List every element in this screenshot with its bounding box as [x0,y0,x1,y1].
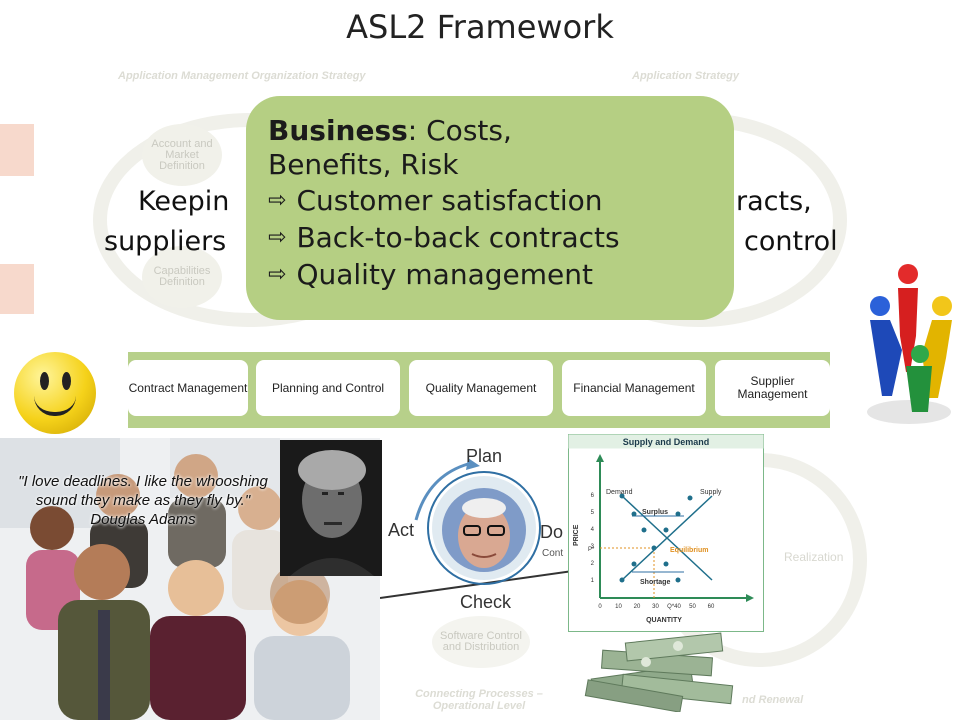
sd-y-tick: 2 [591,561,595,567]
pdca-cont: Cont [542,548,563,559]
bg-renewal: nd Renewal [742,694,804,706]
process-supplier-management: Supplier Management [715,360,830,416]
sd-x-tick: 20 [634,604,641,610]
quote-text: "I love deadlines. I like the whooshing … [18,473,268,528]
bg-text-line2-left: suppliers [104,226,227,257]
arrow-right-icon: ⇨ [268,262,287,287]
callout-line2: Benefits, Risk [268,148,459,181]
callout-item-label: Quality management [296,258,593,291]
page-title: ASL2 Framework [346,8,614,46]
sd-ticks: 0 10 20 30 Q*40 50 60 1 2 3 4 5 6 [591,493,715,610]
callout-item-label: Back-to-back contracts [296,221,620,254]
team-figures-icon [867,264,952,424]
sd-x-tick: Q*40 [667,604,681,610]
circle-account: Account and Market Definition [142,124,222,186]
sd-y-tick: 6 [591,493,595,499]
sd-p-label: P* [588,547,595,553]
faint-heading-right: Application Strategy [632,70,739,82]
process-contract-management: Contract Management [128,360,248,416]
process-financial-management: Financial Management [562,360,706,416]
portrait-photo [280,440,382,576]
pink-bar-bottom [0,264,34,314]
sd-surplus-label: Surplus [642,509,668,516]
sd-x-tick: 60 [708,604,715,610]
smiley-eye-left [40,372,49,390]
sd-x-tick: 0 [598,604,602,610]
bg-text-line1-right: racts, [736,186,812,217]
process-bar: Contract Management Planning and Control… [128,352,830,428]
sd-xlabel: QUANTITY [646,617,682,624]
sd-equilibrium-label: Equilibrium [670,547,709,554]
pdca-check: Check [460,592,512,612]
smiley-icon [14,352,96,434]
bg-text-line2-right: control [744,226,838,257]
process-planning-and-control: Planning and Control [256,360,400,416]
bg-realization: Realization [784,550,844,564]
group-photo [0,438,380,720]
callout-item: ⇨ Customer satisfaction [268,182,712,219]
callout-heading-rest: : Costs, [407,114,512,147]
callout-item: ⇨ Quality management [268,256,712,293]
faint-heading-left: Application Management Organization Stra… [118,70,366,82]
pdca-act: Act [388,520,414,540]
bg-connecting-processes: Connecting Processes – Operational Level [415,688,543,712]
sd-y-tick: 5 [591,510,595,516]
smiley-mouth [34,396,76,416]
sd-ylabel: PRICE [573,524,580,546]
sd-y-tick: 1 [591,578,595,584]
sd-supply-label: Supply [700,489,722,496]
arrow-right-icon: ⇨ [268,225,287,250]
pdca-do: Do [540,522,563,542]
bg-text-line1-left: Keepin [138,186,230,217]
business-callout: Business: Costs, Benefits, Risk ⇨ Custome… [246,96,734,320]
bg-software-control: Software Control and Distribution [432,616,530,668]
sd-y-tick: 4 [591,527,595,533]
sd-title: Supply and Demand [623,437,710,447]
arrow-right-icon: ⇨ [268,188,287,213]
money-stack-image [584,632,734,712]
sd-demand-label: Demand [606,489,633,496]
sd-y-tick: 3 [591,544,595,550]
callout-item-label: Customer satisfaction [296,184,603,217]
sd-x-tick: 30 [652,604,659,610]
circle-capabilities: Capabilities Definition [142,246,222,308]
pdca-cycle: Plan Do Cont Act Check [380,446,580,612]
pdca-plan: Plan [466,446,502,466]
sd-x-tick: 10 [615,604,622,610]
pink-bar-top [0,124,34,176]
process-quality-management: Quality Management [409,360,553,416]
smiley-eye-right [62,372,71,390]
sd-shortage-label: Shortage [640,579,670,586]
sd-x-tick: 50 [689,604,696,610]
supply-demand-chart: Supply and Demand PRICE QUANTITY 0 10 20 30… [568,434,764,632]
callout-bold: Business [268,114,408,147]
callout-heading: Business: Costs, [268,114,712,148]
callout-item: ⇨ Back-to-back contracts [268,219,712,256]
